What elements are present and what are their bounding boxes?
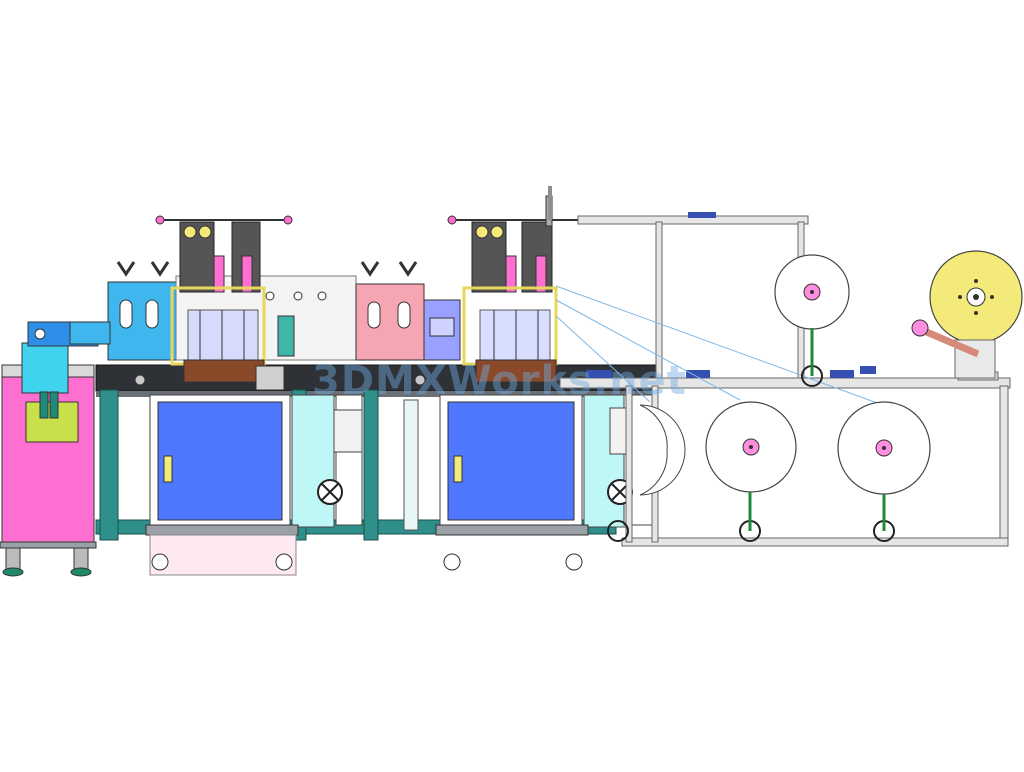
left-cabinet <box>145 394 363 576</box>
fabric-reel-icon <box>705 401 797 493</box>
leveling-foot-icon <box>70 547 92 577</box>
handwheel-icon <box>607 520 629 542</box>
left-cyan-module <box>69 261 179 361</box>
right-cabinet <box>435 394 653 571</box>
left-feeder-unit <box>0 321 99 577</box>
cooling-fan-icon <box>317 479 343 505</box>
handwheel-icon <box>801 328 823 387</box>
left-welding-station <box>155 215 293 391</box>
ear-loop-spool <box>911 250 1023 379</box>
handwheel-icon <box>873 494 895 542</box>
fabric-reel-icon <box>837 401 931 495</box>
leveling-foot-icon <box>2 547 24 577</box>
middle-pink-module <box>355 261 461 361</box>
handwheel-icon <box>739 492 761 542</box>
fabric-reel-icon <box>639 404 686 496</box>
bracket <box>860 366 876 374</box>
fabric-reel-icon <box>774 254 850 330</box>
right-welding-station <box>447 195 580 383</box>
